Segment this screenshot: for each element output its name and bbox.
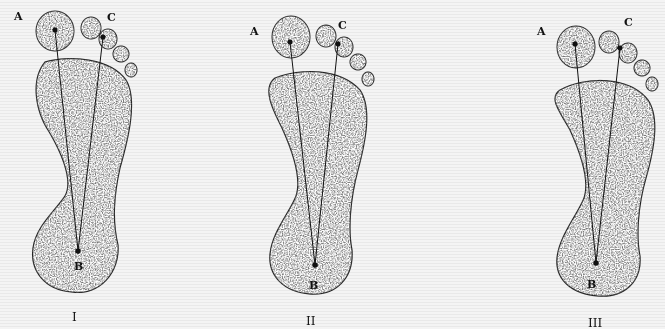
footprint-ii-point-b bbox=[312, 262, 318, 268]
footprint-iii-label-a: A bbox=[536, 25, 546, 38]
footprint-iii-point-a bbox=[572, 41, 577, 46]
footprint-i-point-b bbox=[75, 248, 81, 254]
footprint-iii-label-c: C bbox=[624, 16, 633, 29]
footprint-i-label-a: A bbox=[13, 10, 23, 23]
footprint-iii-label-b: B bbox=[587, 278, 596, 291]
footprint-ii-label-b: B bbox=[309, 279, 318, 292]
footprint-iii-point-c bbox=[617, 45, 622, 50]
footprint-ii-point-c bbox=[335, 41, 340, 46]
footprint-ii-label-c: C bbox=[338, 19, 347, 32]
footprint-i-label-b: B bbox=[74, 260, 83, 273]
footprint-i-point-a bbox=[52, 27, 57, 32]
footprint-iii-numeral: III bbox=[588, 316, 602, 329]
footprint-i-label-c: C bbox=[107, 11, 116, 24]
footprint-ii-point-a bbox=[287, 39, 292, 44]
footprint-i-numeral: I bbox=[72, 310, 77, 324]
footprint-i-point-c bbox=[100, 34, 105, 39]
footprint-ii-label-a: A bbox=[249, 25, 259, 38]
footprint-iii-point-b bbox=[593, 260, 599, 266]
footprint-ii-numeral: II bbox=[306, 314, 316, 328]
